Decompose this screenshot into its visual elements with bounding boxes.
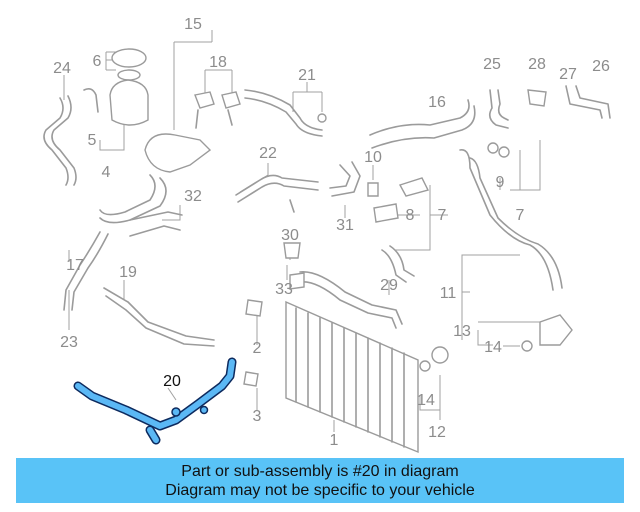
callout-25: 25 — [483, 56, 501, 73]
callout-17: 17 — [66, 257, 84, 274]
callout-12: 12 — [428, 424, 446, 441]
parts-diagram: 1 2 3 4 5 6 7 7 8 9 10 11 12 13 14 14 15… — [43, 16, 611, 454]
callout-4: 4 — [102, 164, 111, 181]
callout-24: 24 — [53, 60, 71, 77]
background-parts — [43, 48, 611, 454]
callout-3: 3 — [253, 408, 262, 425]
callout-7-mid: 7 — [438, 207, 447, 224]
callout-13: 13 — [453, 323, 471, 340]
callout-16: 16 — [428, 94, 446, 111]
callout-10: 10 — [364, 149, 382, 166]
callout-21: 21 — [298, 67, 316, 84]
callout-6: 6 — [93, 53, 102, 70]
callout-26: 26 — [592, 58, 610, 75]
callout-32: 32 — [184, 188, 202, 205]
callout-14-right: 14 — [484, 339, 502, 356]
banner-line-2: Diagram may not be specific to your vehi… — [165, 481, 475, 499]
callouts: 1 2 3 4 5 6 7 7 8 9 10 11 12 13 14 14 15… — [53, 16, 610, 449]
callout-18: 18 — [209, 54, 227, 71]
callout-8: 8 — [406, 207, 415, 224]
callout-15: 15 — [184, 16, 202, 33]
callout-22: 22 — [259, 145, 277, 162]
callout-33: 33 — [275, 281, 293, 298]
callout-20: 20 — [163, 373, 181, 390]
callout-27: 27 — [559, 66, 577, 83]
callout-31: 31 — [336, 217, 354, 234]
callout-7-right: 7 — [516, 207, 525, 224]
callout-28: 28 — [528, 56, 546, 73]
callout-23: 23 — [60, 334, 78, 351]
callout-1: 1 — [330, 432, 339, 449]
callout-11: 11 — [440, 285, 457, 302]
callout-29: 29 — [380, 277, 398, 294]
leader-lines — [63, 30, 541, 432]
banner-line-1: Part or sub-assembly is #20 in diagram — [181, 462, 459, 480]
callout-9: 9 — [496, 174, 505, 191]
info-banner: Part or sub-assembly is #20 in diagram D… — [16, 458, 624, 503]
callout-2: 2 — [253, 340, 262, 357]
callout-5: 5 — [88, 132, 97, 149]
part-20-pipe[interactable] — [73, 357, 237, 445]
callout-19: 19 — [119, 264, 137, 281]
callout-30: 30 — [281, 227, 299, 244]
callout-14-low: 14 — [417, 392, 435, 409]
